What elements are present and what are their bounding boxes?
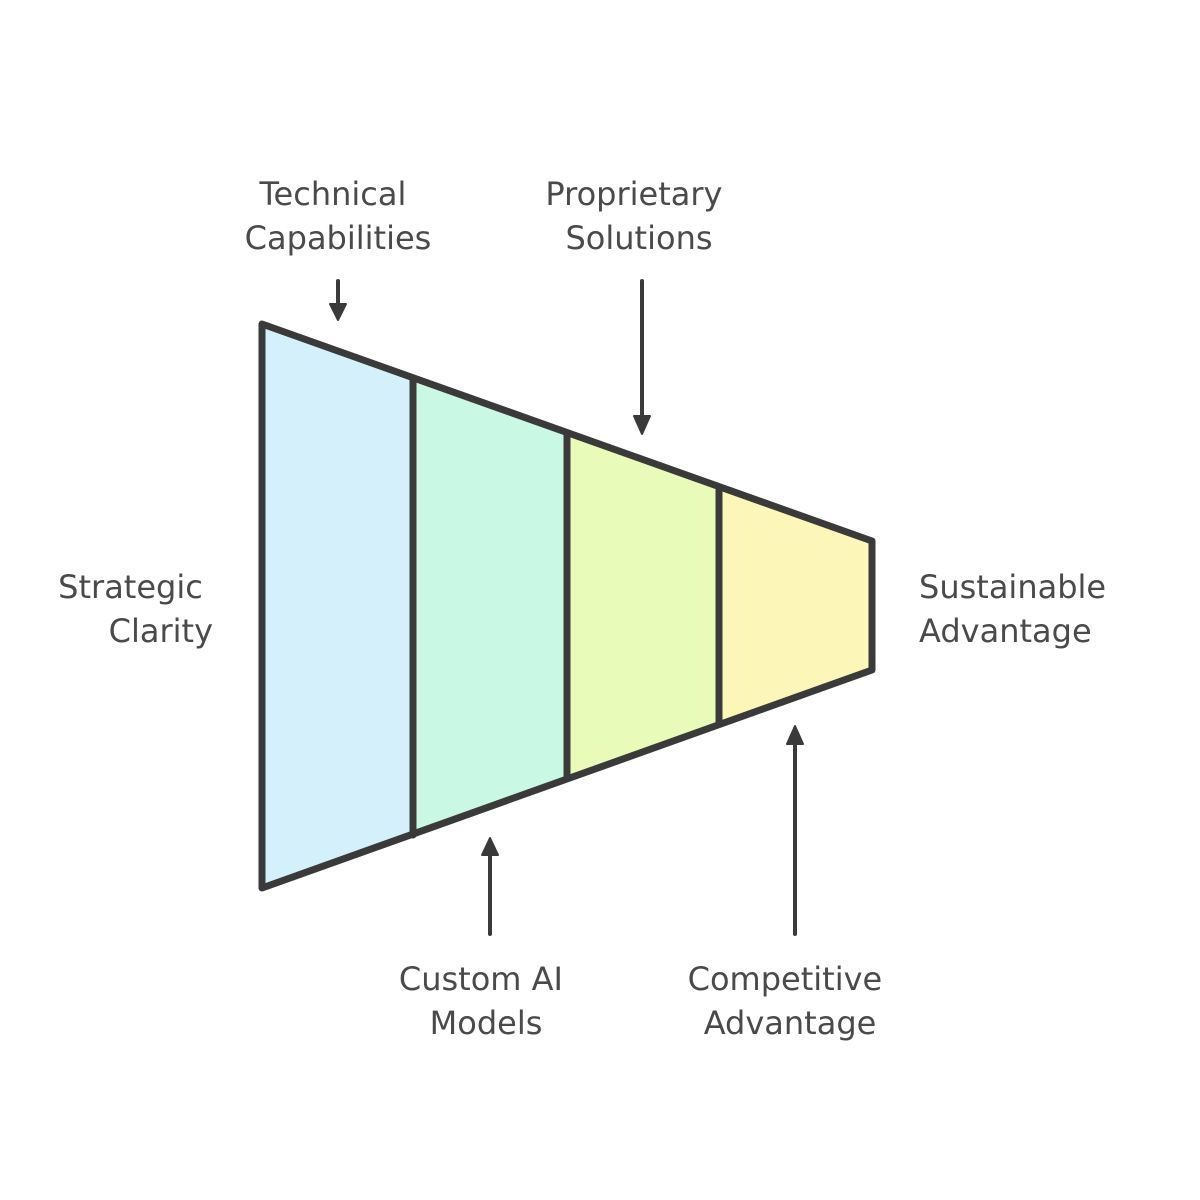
funnel-stage-fills [262, 324, 872, 888]
arrow-technical [329, 279, 347, 321]
label-sustainable-advantage: Sustainable Advantage [919, 568, 1116, 650]
label-sustainable-advantage-line2: Advantage [919, 612, 1092, 650]
label-competitive-advantage: Competitive Advantage [688, 960, 893, 1042]
label-proprietary-solutions-line2: Solutions [565, 219, 712, 257]
label-technical-capabilities-line2: Capabilities [245, 219, 432, 257]
funnel-stage-3-fill [567, 435, 719, 778]
label-custom-ai-models-line1: Custom AI [399, 960, 563, 998]
label-competitive-advantage-line1: Competitive [688, 960, 883, 998]
funnel-stage-4-fill [719, 490, 872, 722]
label-proprietary-solutions: Proprietary Solutions [545, 175, 732, 257]
label-strategic-clarity: Strategic Clarity [58, 568, 213, 650]
funnel-outline [258, 320, 876, 892]
label-proprietary-solutions-line1: Proprietary [545, 175, 722, 213]
funnel-stage-1-fill [262, 324, 413, 888]
label-technical-capabilities: Technical Capabilities [245, 175, 432, 257]
funnel-stage-2-fill [413, 378, 567, 835]
arrow-custom [481, 837, 499, 936]
funnel-border [258, 320, 876, 892]
arrow-competitive [786, 725, 804, 936]
label-competitive-advantage-line2: Advantage [704, 1004, 877, 1042]
label-technical-capabilities-line1: Technical [258, 175, 406, 213]
label-custom-ai-models: Custom AI Models [399, 960, 573, 1042]
label-strategic-clarity-line2: Clarity [109, 612, 213, 650]
label-custom-ai-models-line2: Models [430, 1004, 543, 1042]
label-sustainable-advantage-line1: Sustainable [919, 568, 1106, 606]
arrow-proprietary [633, 279, 651, 435]
label-strategic-clarity-line1: Strategic [58, 568, 203, 606]
